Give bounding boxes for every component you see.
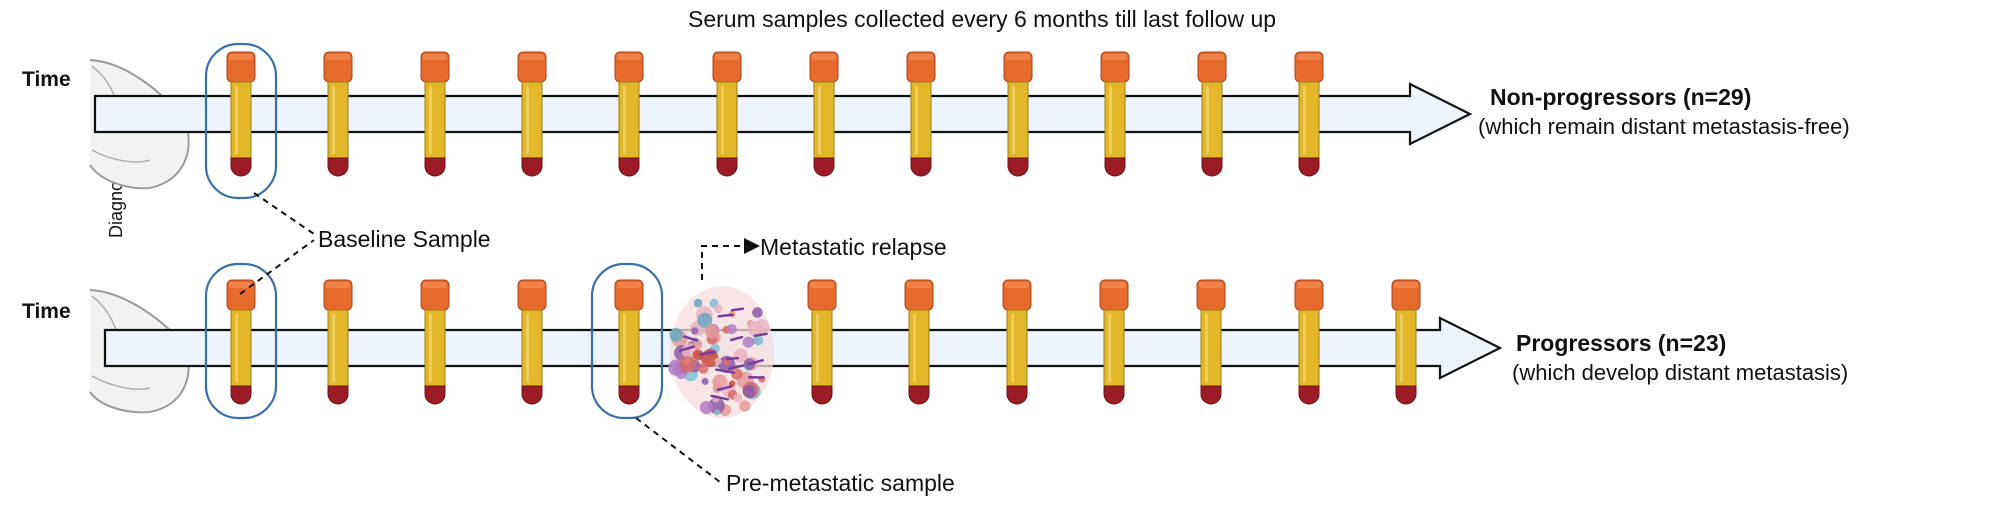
non-progressors-description: (which remain distant metastasis-free) [1478, 114, 1850, 139]
sample-tube-bottom-5 [614, 279, 644, 405]
time-label-top: Time [22, 68, 71, 91]
sample-tube-top-3 [420, 51, 450, 177]
sample-tube-top-8 [906, 51, 936, 177]
pre-metastatic-ring [590, 262, 664, 420]
baseline-connector-bottom [239, 239, 315, 295]
sample-tube-top-11 [1197, 51, 1227, 177]
sample-tube-bottom-3 [420, 279, 450, 405]
sample-tube-top-10 [1100, 51, 1130, 177]
sample-tube-top-9 [1003, 51, 1033, 177]
sample-tube-top-12 [1294, 51, 1324, 177]
sample-tube-bottom-10 [1196, 279, 1226, 405]
pre-metastatic-connector [635, 417, 721, 483]
baseline-sample-label: Baseline Sample [318, 226, 491, 252]
baseline-connector-top [253, 192, 315, 235]
relapse-connector [701, 245, 748, 280]
non-progressors-label: Non-progressors (n=29) [1490, 84, 1752, 110]
relapse-arrowhead [744, 238, 760, 254]
sample-tube-bottom-11 [1294, 279, 1324, 405]
sample-tube-top-5 [614, 51, 644, 177]
metastatic-relapse-label: Metastatic relapse [760, 234, 947, 260]
timeline-arrow-top [93, 82, 1473, 146]
sample-tube-bottom-9 [1099, 279, 1129, 405]
sample-tube-bottom-7 [904, 279, 934, 405]
sample-tube-bottom-6 [807, 279, 837, 405]
sample-tube-bottom-12 [1391, 279, 1421, 405]
sample-tube-top-1 [226, 51, 256, 177]
sample-tube-bottom-1 [226, 279, 256, 405]
baseline-ring-top [204, 42, 278, 200]
sample-tubes-top [226, 51, 1324, 177]
metastasis-cluster-icon [668, 286, 774, 418]
sample-tubes-bottom [226, 279, 1421, 405]
progressors-description: (which develop distant metastasis) [1512, 360, 1849, 385]
sample-tube-top-6 [712, 51, 742, 177]
sample-tube-top-2 [323, 51, 353, 177]
pre-metastatic-sample-label: Pre-metastatic sample [726, 470, 955, 496]
progressors-label: Progressors (n=23) [1516, 330, 1727, 356]
baseline-ring-bottom [204, 262, 278, 420]
sample-tube-top-4 [517, 51, 547, 177]
sample-tube-bottom-2 [323, 279, 353, 405]
diagram-title: Serum samples collected every 6 months t… [688, 6, 1277, 32]
sample-tube-bottom-4 [517, 279, 547, 405]
sample-tube-top-7 [809, 51, 839, 177]
time-label-bottom: Time [22, 300, 71, 323]
timeline-arrow-bottom [103, 316, 1503, 380]
sample-tube-bottom-8 [1002, 279, 1032, 405]
